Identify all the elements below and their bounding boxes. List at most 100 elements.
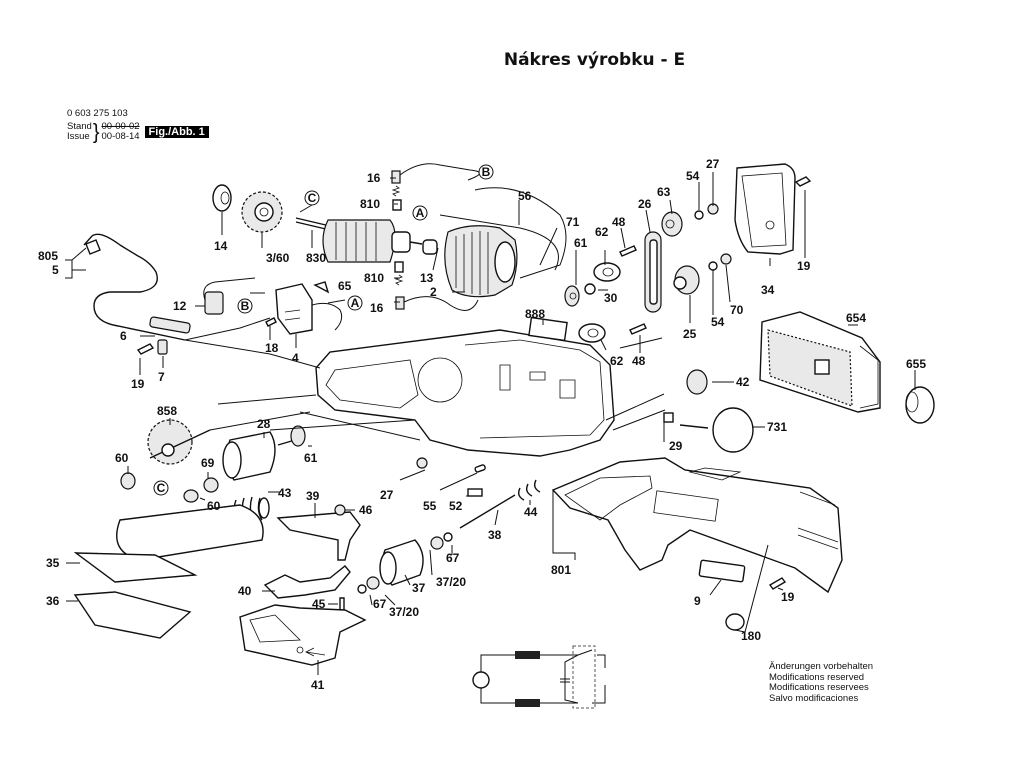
bearing-60-left xyxy=(120,472,136,490)
screw-19-upper xyxy=(794,176,812,187)
svg-text:B: B xyxy=(482,165,491,179)
label-731: 731 xyxy=(767,420,787,434)
page-title: Nákres výrobku - E xyxy=(503,50,686,70)
part-labels: 16 810 56 71 14 3/60 830 13 2 810 16 61 … xyxy=(38,157,926,692)
bearing-14 xyxy=(212,184,232,212)
cord-clamp-7 xyxy=(157,339,168,355)
marker-A-top: A xyxy=(412,205,428,221)
stand-label: Stand xyxy=(67,121,92,132)
label-655: 655 xyxy=(906,357,926,371)
label-48: 48 xyxy=(612,215,626,229)
label-35: 35 xyxy=(46,556,60,570)
label-7: 7 xyxy=(158,370,165,384)
label-55: 55 xyxy=(423,499,437,513)
figure-badge: Fig./Abb. 1 xyxy=(144,126,209,138)
label-858: 858 xyxy=(157,404,177,418)
label-70: 70 xyxy=(730,303,744,317)
label-19: 19 xyxy=(781,590,795,604)
knob-731 xyxy=(663,407,754,453)
sleeve-13 xyxy=(422,239,438,255)
label-65: 65 xyxy=(338,279,352,293)
washer-54-upper xyxy=(694,210,704,220)
field-stator xyxy=(444,225,518,298)
label-41: 41 xyxy=(311,678,325,692)
drive-roller-28 xyxy=(222,431,296,481)
label-888: 888 xyxy=(525,307,545,321)
svg-text:B: B xyxy=(241,299,250,313)
bearing-61 xyxy=(564,285,580,307)
modifications-note: Änderungen vorbehalten Modifications res… xyxy=(769,661,874,704)
armature xyxy=(295,217,423,263)
label-3-60: 3/60 xyxy=(266,251,290,265)
label-61: 61 xyxy=(574,236,588,250)
nut-46 xyxy=(334,504,346,516)
label-36: 36 xyxy=(46,594,60,608)
label-5: 5 xyxy=(52,263,59,277)
svg-text:A: A xyxy=(416,206,425,220)
svg-text:C: C xyxy=(157,481,166,495)
sanding-belt xyxy=(116,504,264,561)
label-37-20: 37/20 xyxy=(436,575,466,589)
cap-180 xyxy=(725,613,745,631)
label-56: 56 xyxy=(518,189,532,203)
label-25: 25 xyxy=(683,327,697,341)
label-27: 27 xyxy=(380,488,394,502)
label-6: 6 xyxy=(120,329,127,343)
label-888 xyxy=(528,316,568,342)
label-63: 63 xyxy=(657,185,671,199)
adapter-655 xyxy=(905,386,935,424)
marker-A-switch: A xyxy=(347,295,363,311)
pulley-63 xyxy=(661,211,683,237)
issue-label: Issue xyxy=(67,131,90,142)
leader-lines xyxy=(65,172,916,675)
label-19: 19 xyxy=(797,259,811,273)
label-40: 40 xyxy=(238,584,252,598)
label-30: 30 xyxy=(604,291,618,305)
handle-housing xyxy=(551,457,843,594)
drawing-header: 0 603 275 103 Stand Issue } 00-00-02 00-… xyxy=(67,109,209,143)
nut-27-lower xyxy=(416,457,428,469)
note-line: Salvo modificaciones xyxy=(769,692,859,704)
label-37: 37 xyxy=(412,581,426,595)
label-45: 45 xyxy=(312,597,326,611)
knob-42 xyxy=(686,369,708,395)
note-line: Änderungen vorbehalten xyxy=(769,661,874,672)
label-12: 12 xyxy=(173,299,187,313)
brush-wire-lower xyxy=(403,296,479,311)
pulley-25 xyxy=(673,265,700,295)
label-9: 9 xyxy=(694,594,701,608)
label-71: 71 xyxy=(566,215,580,229)
marker-C-top: C xyxy=(304,190,320,206)
label-26: 26 xyxy=(638,197,652,211)
screw-19-handle xyxy=(768,577,787,590)
old-date: 00-00-02 xyxy=(101,121,140,132)
label-2: 2 xyxy=(430,285,437,299)
label-805: 805 xyxy=(38,249,58,263)
frame-41 xyxy=(239,604,367,666)
label-810: 810 xyxy=(360,197,380,211)
label-810: 810 xyxy=(364,271,384,285)
svg-text:C: C xyxy=(308,191,317,205)
label-34: 34 xyxy=(761,283,775,297)
washer-67-right xyxy=(443,532,453,542)
label-28: 28 xyxy=(257,417,271,431)
cable-56 xyxy=(474,187,567,279)
brush-wire-upper xyxy=(399,163,480,181)
marker-B-switch: B xyxy=(237,298,253,314)
label-13: 13 xyxy=(420,271,434,285)
note-line: Modifications reserved xyxy=(769,671,865,683)
screw-45 xyxy=(339,597,345,611)
suppressor-12 xyxy=(204,291,224,315)
nut-70 xyxy=(720,253,732,265)
label-180: 180 xyxy=(741,629,761,643)
belt-cover xyxy=(734,163,796,255)
label-62: 62 xyxy=(610,354,624,368)
bearing-61-roller xyxy=(290,425,306,447)
label-18: 18 xyxy=(265,341,279,355)
marker-C-gear: C xyxy=(153,480,169,496)
cable-a xyxy=(439,214,559,271)
toothed-belt xyxy=(644,231,662,313)
label-67: 67 xyxy=(446,551,460,565)
label-14: 14 xyxy=(214,239,228,253)
carbon-brushes xyxy=(391,170,405,310)
